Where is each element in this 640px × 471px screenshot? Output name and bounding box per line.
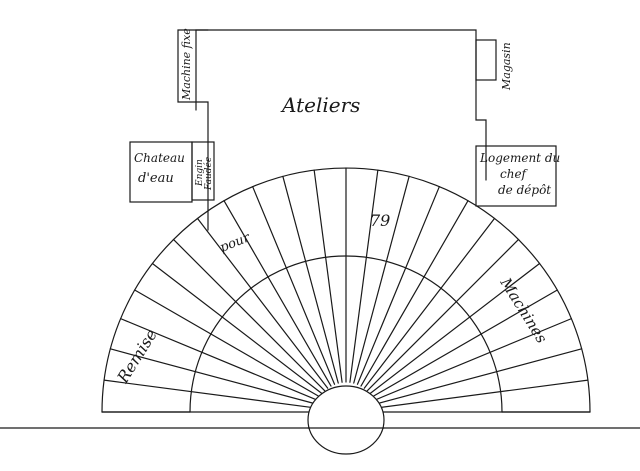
label-logement-line1: Logement du xyxy=(479,151,560,165)
label-machine-fixe: Machine fixe xyxy=(180,28,193,101)
rotunda-stall-line xyxy=(360,200,469,387)
rotunda-stall-line xyxy=(196,217,329,389)
rotunda-stall-line xyxy=(119,318,319,402)
label-number: 79 xyxy=(370,211,390,230)
rotunda-stall-line xyxy=(349,169,379,383)
rotunda-stall-line xyxy=(313,169,343,383)
label-logement-line3: de dépôt xyxy=(498,183,551,197)
rotunda-stall-line xyxy=(252,185,336,385)
rotunda-stall-line xyxy=(134,289,321,398)
rotunda-stall-line xyxy=(373,318,573,402)
rotunda-stall-line xyxy=(282,175,339,384)
rotunda-stall-line xyxy=(353,175,410,384)
label-remise: Remise xyxy=(113,326,161,387)
small-annex-box xyxy=(191,141,215,201)
label-small-annex-line2: Faudée xyxy=(203,157,214,191)
label-logement-line2: chef xyxy=(500,167,529,181)
machine-fixe-annex xyxy=(177,29,209,231)
label-pour: pour xyxy=(218,230,253,256)
rotunda-stall-line xyxy=(151,262,323,395)
rotunda-stall-line xyxy=(223,200,332,387)
rotunda-stall-line xyxy=(374,348,583,405)
label-chateau-line2: d'eau xyxy=(138,171,174,186)
rotunda-stall-line xyxy=(369,262,541,395)
label-magasin: Magasin xyxy=(500,42,513,91)
rotunda-stall-line xyxy=(375,379,589,409)
logement-box xyxy=(475,145,557,207)
label-small-annex-line1: Engin xyxy=(195,159,205,187)
label-ateliers: Ateliers xyxy=(280,93,360,117)
rotunda-stall-line xyxy=(363,217,496,389)
turntable xyxy=(307,385,385,455)
rotunda-stall-line xyxy=(366,238,520,392)
rotunda-stall-line xyxy=(371,289,558,398)
rotunda-stall-line xyxy=(103,379,317,409)
label-chateau-line1: Chateau xyxy=(134,151,185,165)
rotunda xyxy=(101,167,591,413)
rotunda-stall-line xyxy=(109,348,318,405)
rotunda-stall-line xyxy=(356,185,440,385)
label-machines: Machines xyxy=(496,274,551,347)
magasin-box xyxy=(475,39,497,81)
rotunda-stall-line xyxy=(172,238,326,392)
